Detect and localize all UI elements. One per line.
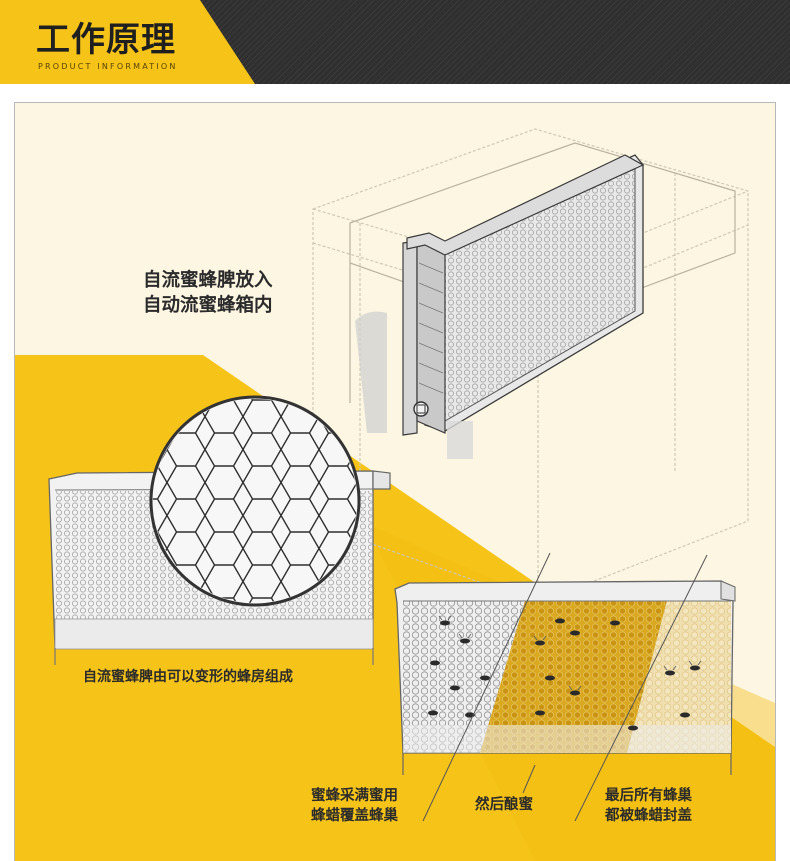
section-subtitle: PRODUCT INFORMATION xyxy=(38,62,178,71)
section-header: 工作原理 PRODUCT INFORMATION xyxy=(0,0,790,84)
label-step1-line2: 蜂蜡覆盖蜂巢 xyxy=(311,808,398,824)
section-title: 工作原理 xyxy=(36,20,176,60)
label-step3-line1: 最后所有蜂巢 xyxy=(605,788,692,804)
label-step1-line1: 蜜蜂采满蜜用 xyxy=(311,788,398,804)
label-step-ripen: 然后酿蜜 xyxy=(475,797,533,813)
diagram-illustration xyxy=(15,128,775,861)
label-step3-line2: 都被蜂蜡封盖 xyxy=(605,808,692,824)
label-insert-frame: 自流蜜蜂脾放入 自动流蜜蜂箱内 xyxy=(143,268,333,318)
label-insert-line2: 自动流蜜蜂箱内 xyxy=(143,295,273,316)
diagram-panel: 自流蜜蜂脾放入 自动流蜜蜂箱内 自流蜜蜂脾由可以变形的蜂房组成 蜜蜂采满蜜用 蜂… xyxy=(14,102,776,861)
label-step-capped: 最后所有蜂巢 都被蜂蜡封盖 xyxy=(605,786,692,826)
label-insert-line1: 自流蜜蜂脾放入 xyxy=(143,270,273,291)
label-step-fill: 蜜蜂采满蜜用 蜂蜡覆盖蜂巢 xyxy=(311,786,398,826)
label-frame-cells: 自流蜜蜂脾由可以变形的蜂房组成 xyxy=(83,669,293,685)
